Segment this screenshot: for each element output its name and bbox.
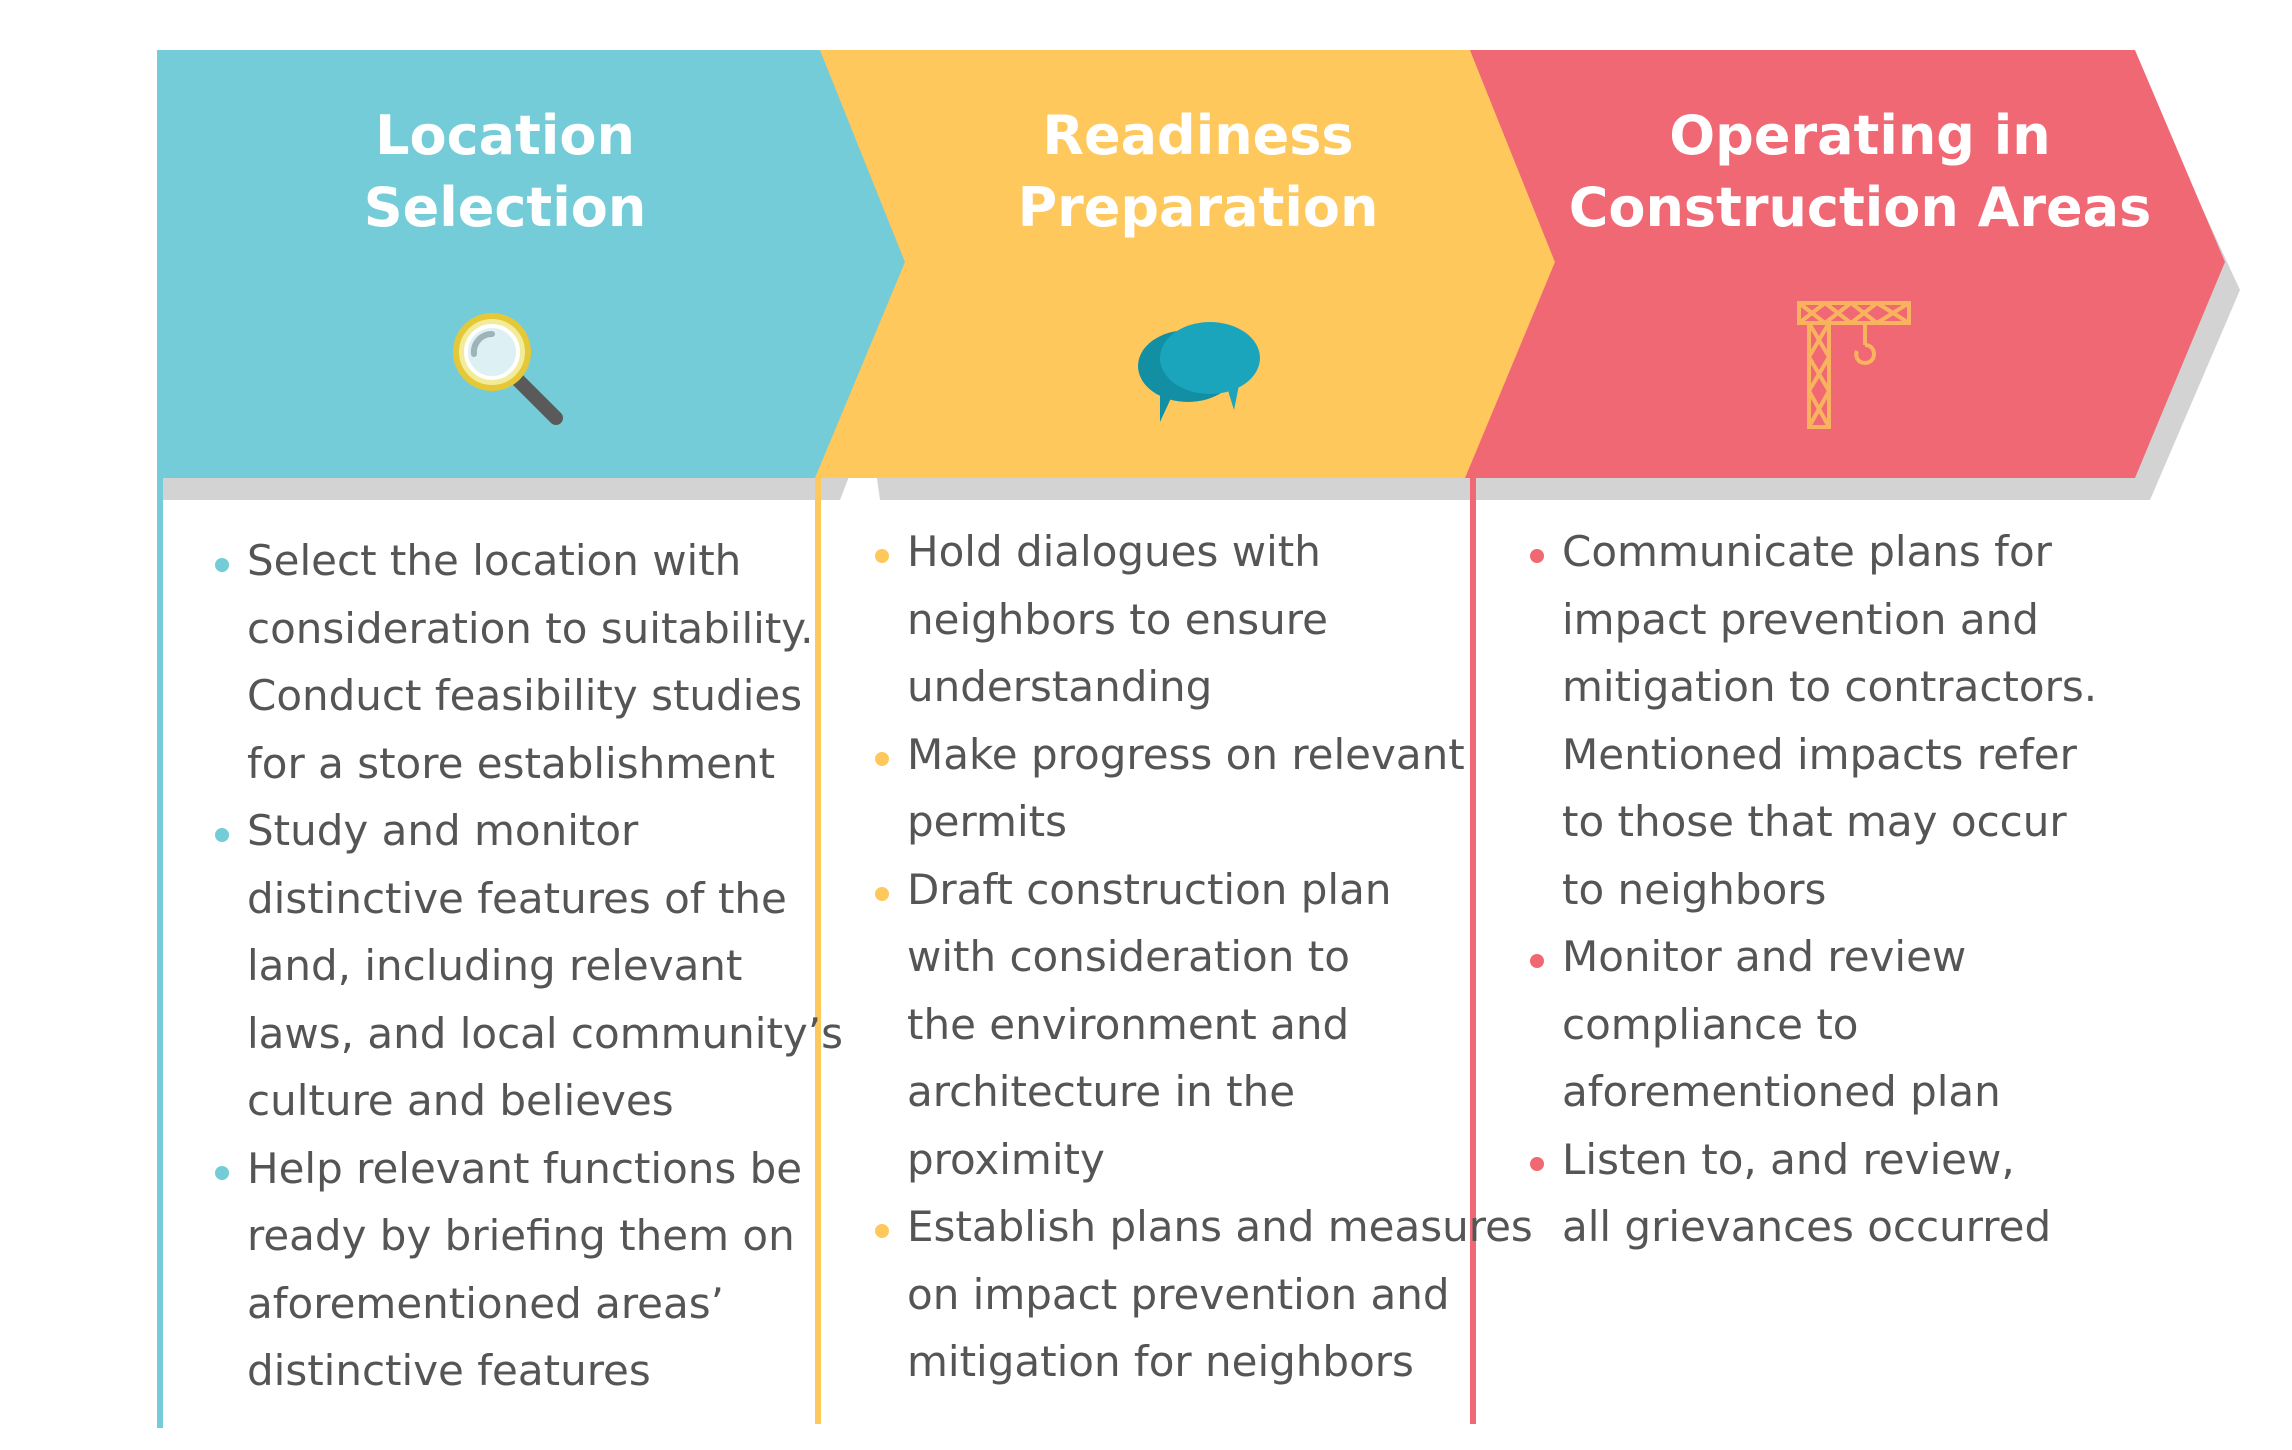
list-item-text: Establish plans and measures xyxy=(907,1202,1533,1251)
list-item: Draft construction plan with consideratio… xyxy=(875,856,1533,1194)
title-operating-in-construction-areas: Operating in Construction Areas xyxy=(1568,104,2152,239)
list-item-text: ready by briefing them on xyxy=(247,1211,795,1260)
list-item-text: permits xyxy=(907,797,1067,846)
list-item-text: laws, and local community’s xyxy=(247,1008,843,1058)
list-item-text: impact prevention and xyxy=(1562,594,2039,644)
list-item-text: all grievances occurred xyxy=(1562,1202,2052,1251)
list-item: Monitor and review compliance to aforement… xyxy=(1530,923,2097,1126)
bullet-dot-icon xyxy=(1530,1156,1544,1171)
list-item-text: consideration to suitability. xyxy=(247,603,814,653)
readiness-preparation-list: Hold dialogues with neighbors to ensure un… xyxy=(875,518,1533,1396)
list-item-text: mitigation to contractors. xyxy=(1562,662,2098,711)
list-item-text: Select the location with xyxy=(247,536,742,585)
list-item-text: Study and monitor xyxy=(247,806,639,855)
list-item-text: aforementioned areas’ xyxy=(247,1278,724,1328)
list-item-text: Communicate plans for xyxy=(1562,527,2052,576)
list-item: Help relevant functions be ready by brief… xyxy=(215,1135,843,1405)
list-item-text: Listen to, and review, xyxy=(1562,1134,2015,1184)
magnifier-icon xyxy=(453,313,563,425)
bullet-dot-icon xyxy=(215,558,229,572)
list-item: Make progress on relevant permits xyxy=(875,721,1533,856)
title-readiness-preparation: Readiness Preparation xyxy=(1017,104,1379,239)
list-item-text: distinctive features of the xyxy=(247,873,787,923)
yellow-column-line xyxy=(815,478,821,1424)
list-item-text: Hold dialogues with xyxy=(907,527,1321,576)
list-item-text: Help relevant functions be xyxy=(247,1143,803,1193)
red-chevron xyxy=(1465,50,2225,478)
list-item: Study and monitor distinctive features of… xyxy=(215,797,843,1135)
list-item-text: understanding xyxy=(907,662,1213,711)
bullet-dot-icon xyxy=(875,886,889,901)
bullet-dot-icon xyxy=(1530,549,1544,563)
bullet-dot-icon xyxy=(875,549,889,563)
list-item-text: the environment and xyxy=(907,999,1350,1049)
list-item: Communicate plans for impact prevention a… xyxy=(1530,518,2097,923)
list-item-text: mitigation for neighbors xyxy=(907,1337,1414,1386)
list-item-text: Mentioned impacts refer xyxy=(1562,729,2077,779)
list-item-text: neighbors to ensure xyxy=(907,594,1328,644)
teal-chevron xyxy=(157,50,905,478)
bullet-dot-icon xyxy=(215,828,229,842)
yellow-chevron xyxy=(815,50,1555,478)
list-item-text: compliance to xyxy=(1562,999,1859,1049)
list-item: Establish plans and measures on impact pr… xyxy=(875,1193,1533,1396)
location-selection-list: Select the location with consideration to… xyxy=(215,527,843,1405)
list-item-text: Make progress on relevant xyxy=(907,729,1465,779)
list-item-text: Monitor and review xyxy=(1562,932,1967,981)
list-item-text: Draft construction plan xyxy=(907,864,1392,914)
title-location-selection: Location Selection xyxy=(363,104,647,239)
operating-construction-list: Communicate plans for impact prevention a… xyxy=(1530,518,2097,1261)
list-item-text: with consideration to xyxy=(907,932,1350,981)
bullet-dot-icon xyxy=(875,1224,889,1238)
list-item-text: on impact prevention and xyxy=(907,1269,1450,1319)
bullet-dot-icon xyxy=(875,751,889,766)
crane-icon xyxy=(1797,301,1911,429)
list-item: Hold dialogues with neighbors to ensure un… xyxy=(875,518,1533,721)
teal-column-line xyxy=(157,478,163,1428)
list-item: Listen to, and review, all grievances occ… xyxy=(1530,1126,2097,1261)
bullet-dot-icon xyxy=(1530,954,1544,968)
list-item-text: land, including relevant xyxy=(247,941,743,990)
list-item-text: architecture in the xyxy=(907,1067,1296,1116)
bullet-dot-icon xyxy=(215,1165,229,1180)
list-item-text: culture and believes xyxy=(247,1076,674,1125)
list-item-text: to neighbors xyxy=(1562,864,1827,914)
list-item-text: proximity xyxy=(907,1134,1105,1184)
list-item-text: distinctive features xyxy=(247,1346,651,1395)
list-item-text: aforementioned plan xyxy=(1562,1067,2001,1116)
speech-bubbles-icon xyxy=(1138,322,1260,422)
list-item: Select the location with consideration to… xyxy=(215,527,843,797)
list-item-text: Conduct feasibility studies xyxy=(247,671,803,720)
red-column-line xyxy=(1470,478,1476,1424)
list-item-text: to those that may occur xyxy=(1562,797,2067,846)
list-item-text: for a store establishment xyxy=(247,738,776,788)
